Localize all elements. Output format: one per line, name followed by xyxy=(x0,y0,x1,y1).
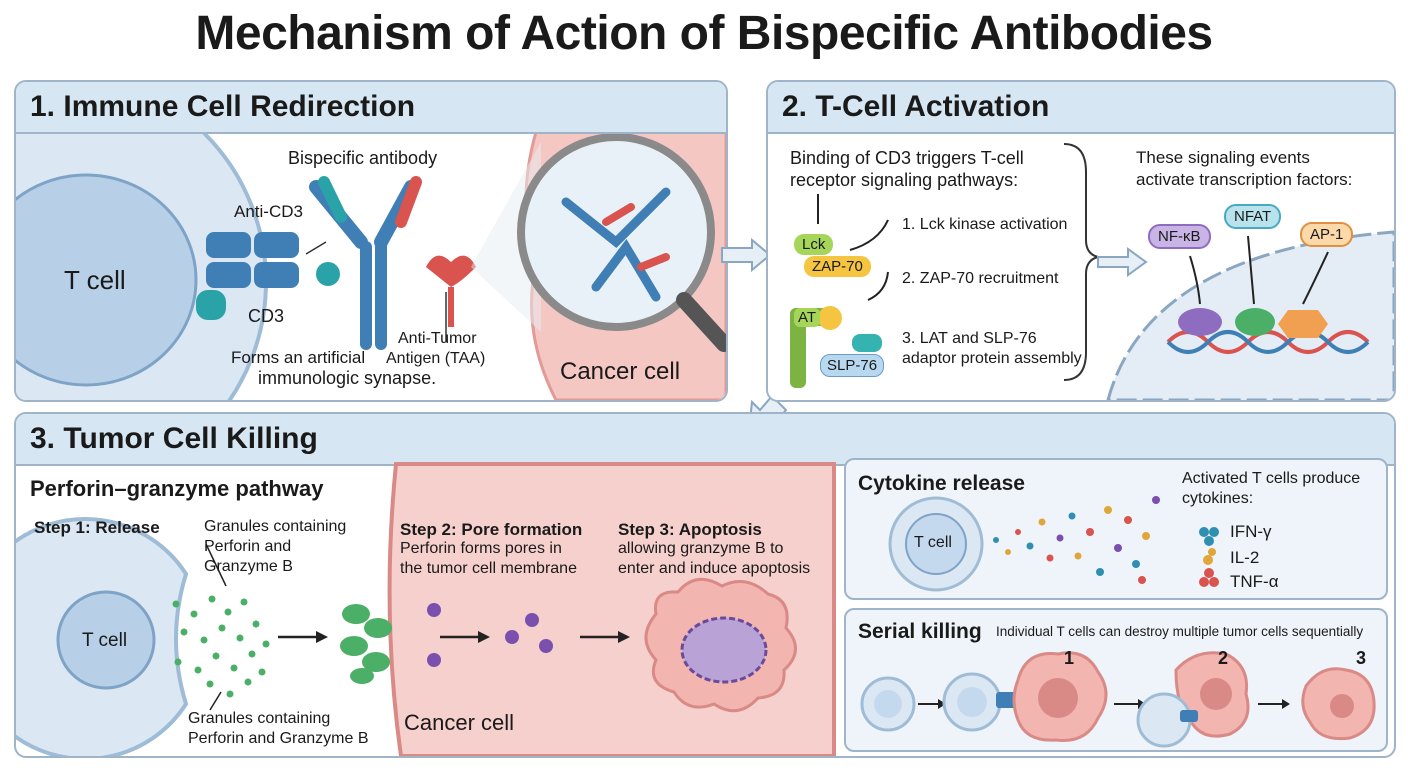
serial-label-3: 3 xyxy=(1356,648,1367,668)
t-cell-nucleus xyxy=(56,590,156,690)
granules-label-2: Perforin and xyxy=(204,538,292,555)
t-cell-label: T cell xyxy=(64,265,126,295)
panel-immune-redirection: 1. Immune Cell Redirection T cell Bispec… xyxy=(14,80,728,402)
nfat-badge: NFAT xyxy=(1224,204,1282,229)
anti-cd3-head xyxy=(316,262,340,286)
perforin-illustration xyxy=(16,462,836,756)
t-cell-label: T cell xyxy=(82,630,128,651)
activation-step-1: 1. Lck kinase activation xyxy=(902,216,1068,233)
step2-desc-1: Perforin forms pores in xyxy=(400,540,562,557)
panel-heading: 1. Immune Cell Redirection xyxy=(30,90,416,123)
granules-label-1: Granules containing xyxy=(204,518,347,535)
cytokine-illustration xyxy=(888,496,1219,592)
ifn-gamma-icon xyxy=(1199,527,1219,546)
panel-heading: 2. T-Cell Activation xyxy=(782,90,1050,123)
ap1-complex xyxy=(1278,310,1328,338)
redirection-illustration xyxy=(16,82,726,400)
granules-bottom-2: Perforin and Granzyme B xyxy=(188,730,369,747)
cd3-anchor xyxy=(196,290,226,320)
taa-label-1: Anti-Tumor xyxy=(398,330,477,347)
cd3-block xyxy=(254,232,299,258)
step3-desc-2: enter and induce apoptosis xyxy=(618,560,811,577)
tnf-alpha-icon xyxy=(1199,568,1219,587)
synapse-label-1: Forms an artificial xyxy=(231,348,366,367)
magnifier-handle xyxy=(676,292,726,352)
serial-heading: Serial killing xyxy=(858,620,982,643)
cytokine-release-box: Cytokine release T cell Activated T cell… xyxy=(844,458,1388,600)
cytokine-desc-1: Activated T cells produce xyxy=(1182,470,1361,487)
tf-intro-2: activate transcription factors: xyxy=(1136,170,1353,189)
ap1-badge: AP-1 xyxy=(1300,222,1354,247)
cd3-block xyxy=(254,262,299,288)
activation-step-3a: 3. LAT and SLP-76 xyxy=(902,330,1037,347)
cd3-label: CD3 xyxy=(248,306,285,326)
step3-desc-1: allowing granzyme B to xyxy=(618,540,784,557)
bispecific-label: Bispecific antibody xyxy=(288,148,438,168)
zoom-cone xyxy=(471,142,541,332)
panel-heading: 3. Tumor Cell Killing xyxy=(30,422,318,455)
serial-killing-box: Serial killing Individual T cells can de… xyxy=(844,608,1388,752)
magnifier-lens xyxy=(517,133,715,331)
panel-header: 1. Immune Cell Redirection xyxy=(16,82,726,134)
serial-illustration xyxy=(860,651,1376,748)
activation-step-2: 2. ZAP-70 recruitment xyxy=(902,270,1059,287)
antibody-teal-arm xyxy=(318,176,347,223)
lck-badge: Lck xyxy=(794,234,834,255)
t-cell-nucleus xyxy=(905,513,967,575)
pathway-title: Perforin–granzyme pathway xyxy=(30,476,324,501)
serial-desc: Individual T cells can destroy multiple … xyxy=(996,624,1364,639)
synapse-label-2: immunologic synapse. xyxy=(258,368,437,388)
cytokine-spray xyxy=(993,496,1160,584)
activation-step-3b: adaptor protein assembly xyxy=(902,350,1082,367)
tf-intro-1: These signaling events xyxy=(1136,148,1310,167)
cytokine-ifn: IFN-γ xyxy=(1230,522,1272,541)
il2-icon xyxy=(1203,548,1216,565)
step2-desc-2: the tumor cell membrane xyxy=(400,560,577,577)
step1-title: Step 1: Release xyxy=(34,518,160,537)
granules-bottom-1: Granules containing xyxy=(188,710,331,727)
lat-badge: AT xyxy=(794,308,821,327)
cytokine-tnf: TNF-α xyxy=(1230,572,1279,591)
lat-head xyxy=(818,306,842,330)
activation-illustration xyxy=(790,143,1394,400)
cd3-block xyxy=(206,262,251,288)
granzyme xyxy=(427,603,553,667)
perforin-pore xyxy=(340,604,392,684)
arrow-to-tfs-icon xyxy=(1097,247,1148,277)
page-title: Mechanism of Action of Bispecific Antibo… xyxy=(195,7,1213,60)
cytokine-heading: Cytokine release xyxy=(858,472,1025,495)
arrow-right-icon xyxy=(721,237,772,273)
cytokine-il2: IL-2 xyxy=(1230,548,1260,567)
zap70-badge: ZAP-70 xyxy=(804,256,871,277)
panel-header: 2. T-Cell Activation xyxy=(768,82,1394,134)
taa-label-2: Antigen (TAA) xyxy=(386,350,486,367)
slp76-badge: SLP-76 xyxy=(820,354,885,377)
cd3-block xyxy=(206,232,251,258)
serial-label-2: 2 xyxy=(1218,648,1229,668)
anti-cd3-label: Anti-CD3 xyxy=(234,202,303,221)
cytokine-t-cell: T cell xyxy=(914,534,952,551)
antibody-red-arm xyxy=(395,176,422,228)
nfat-complex xyxy=(1235,308,1275,336)
slp76-bar xyxy=(852,334,882,352)
step3-title: Step 3: Apoptosis xyxy=(618,520,762,539)
t-cell-nucleus xyxy=(16,173,198,387)
cancer-cell-label: Cancer cell xyxy=(404,710,515,735)
serial-label-1: 1 xyxy=(1064,648,1075,668)
nfkb-badge: NF-κB xyxy=(1148,224,1211,249)
step2-title: Step 2: Pore formation xyxy=(400,520,583,539)
activation-intro-1: Binding of CD3 triggers T-cell xyxy=(790,148,1024,168)
bracket xyxy=(1063,143,1099,381)
fragmented-nucleus xyxy=(680,616,768,684)
panel-t-cell-activation: 2. T-Cell Activation Binding of CD3 trig… xyxy=(766,80,1396,402)
lat-stalk xyxy=(790,308,806,388)
panel-tumor-killing: 3. Tumor Cell Killing Perfo xyxy=(14,412,1396,758)
cytokine-desc-2: cytokines: xyxy=(1182,490,1254,507)
nfkb-complex xyxy=(1178,308,1222,336)
granules xyxy=(172,595,270,698)
cancer-cell-label: Cancer cell xyxy=(560,358,681,385)
granules-label-3: Granzyme B xyxy=(204,558,293,575)
tumor-antigen xyxy=(426,255,476,287)
activation-intro-2: receptor signaling pathways: xyxy=(790,170,1019,190)
